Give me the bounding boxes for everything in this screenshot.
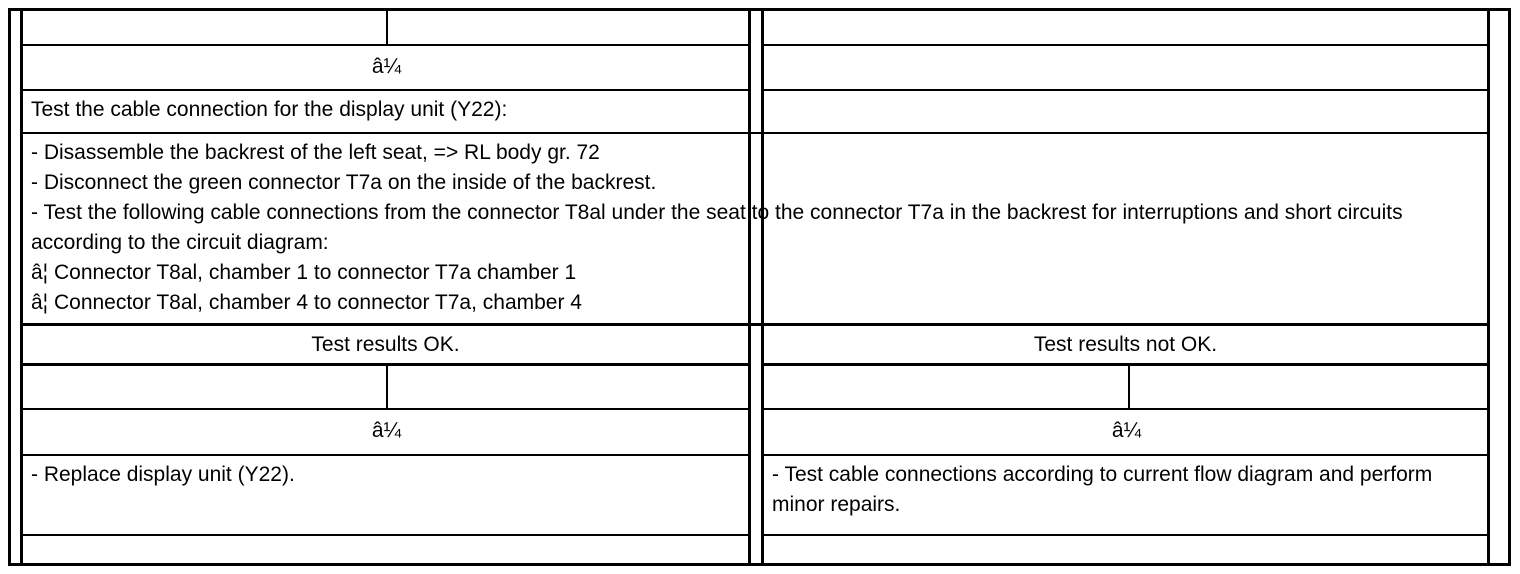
- section-title-row: Test the cable connection for the displa…: [23, 91, 1487, 134]
- result-ok-arrow: â¼: [23, 410, 748, 456]
- row-top-arrow-right: [764, 46, 1487, 91]
- result-ok-header: Test results OK.: [23, 326, 748, 366]
- result-ok-header-text: Test results OK.: [311, 333, 460, 356]
- right-margin-column: [1487, 8, 1511, 566]
- action-ok-cell: - Replace display unit (Y22).: [23, 456, 748, 536]
- left-margin-column: [8, 8, 23, 566]
- ok-arrow-glyph: â¼: [371, 419, 402, 442]
- result-not-ok-arrow: â¼: [764, 410, 1487, 456]
- bottom-blank-left: [23, 536, 748, 566]
- table-outer-frame: [8, 8, 1511, 566]
- bottom-blank-right: [764, 536, 1487, 566]
- instructions-text: - Disassemble the backrest of the left s…: [31, 141, 1403, 314]
- center-gutter-column: [748, 8, 764, 566]
- instructions-row: - Disassemble the backrest of the left s…: [23, 134, 1487, 326]
- row-top-blank-left: [23, 8, 748, 46]
- row-top-blank-right: [764, 8, 1487, 46]
- row-top-blank-left-divider: [386, 8, 388, 44]
- section-title-text: Test the cable connection for the displa…: [31, 98, 508, 121]
- result-not-ok-header: Test results not OK.: [764, 326, 1487, 366]
- not-ok-arrow-glyph: â¼: [1111, 419, 1142, 442]
- result-not-ok-blank: [764, 366, 1487, 410]
- action-not-ok-cell: - Test cable connections according to cu…: [764, 456, 1487, 536]
- result-not-ok-blank-divider: [1128, 366, 1130, 408]
- action-not-ok-text: - Test cable connections according to cu…: [772, 463, 1433, 516]
- result-ok-blank: [23, 366, 748, 410]
- result-ok-blank-divider: [386, 366, 388, 408]
- action-ok-text: - Replace display unit (Y22).: [31, 463, 295, 486]
- row-top-arrow-left: â¼: [23, 46, 748, 91]
- top-arrow-glyph: â¼: [371, 55, 402, 78]
- result-not-ok-header-text: Test results not OK.: [1033, 333, 1218, 356]
